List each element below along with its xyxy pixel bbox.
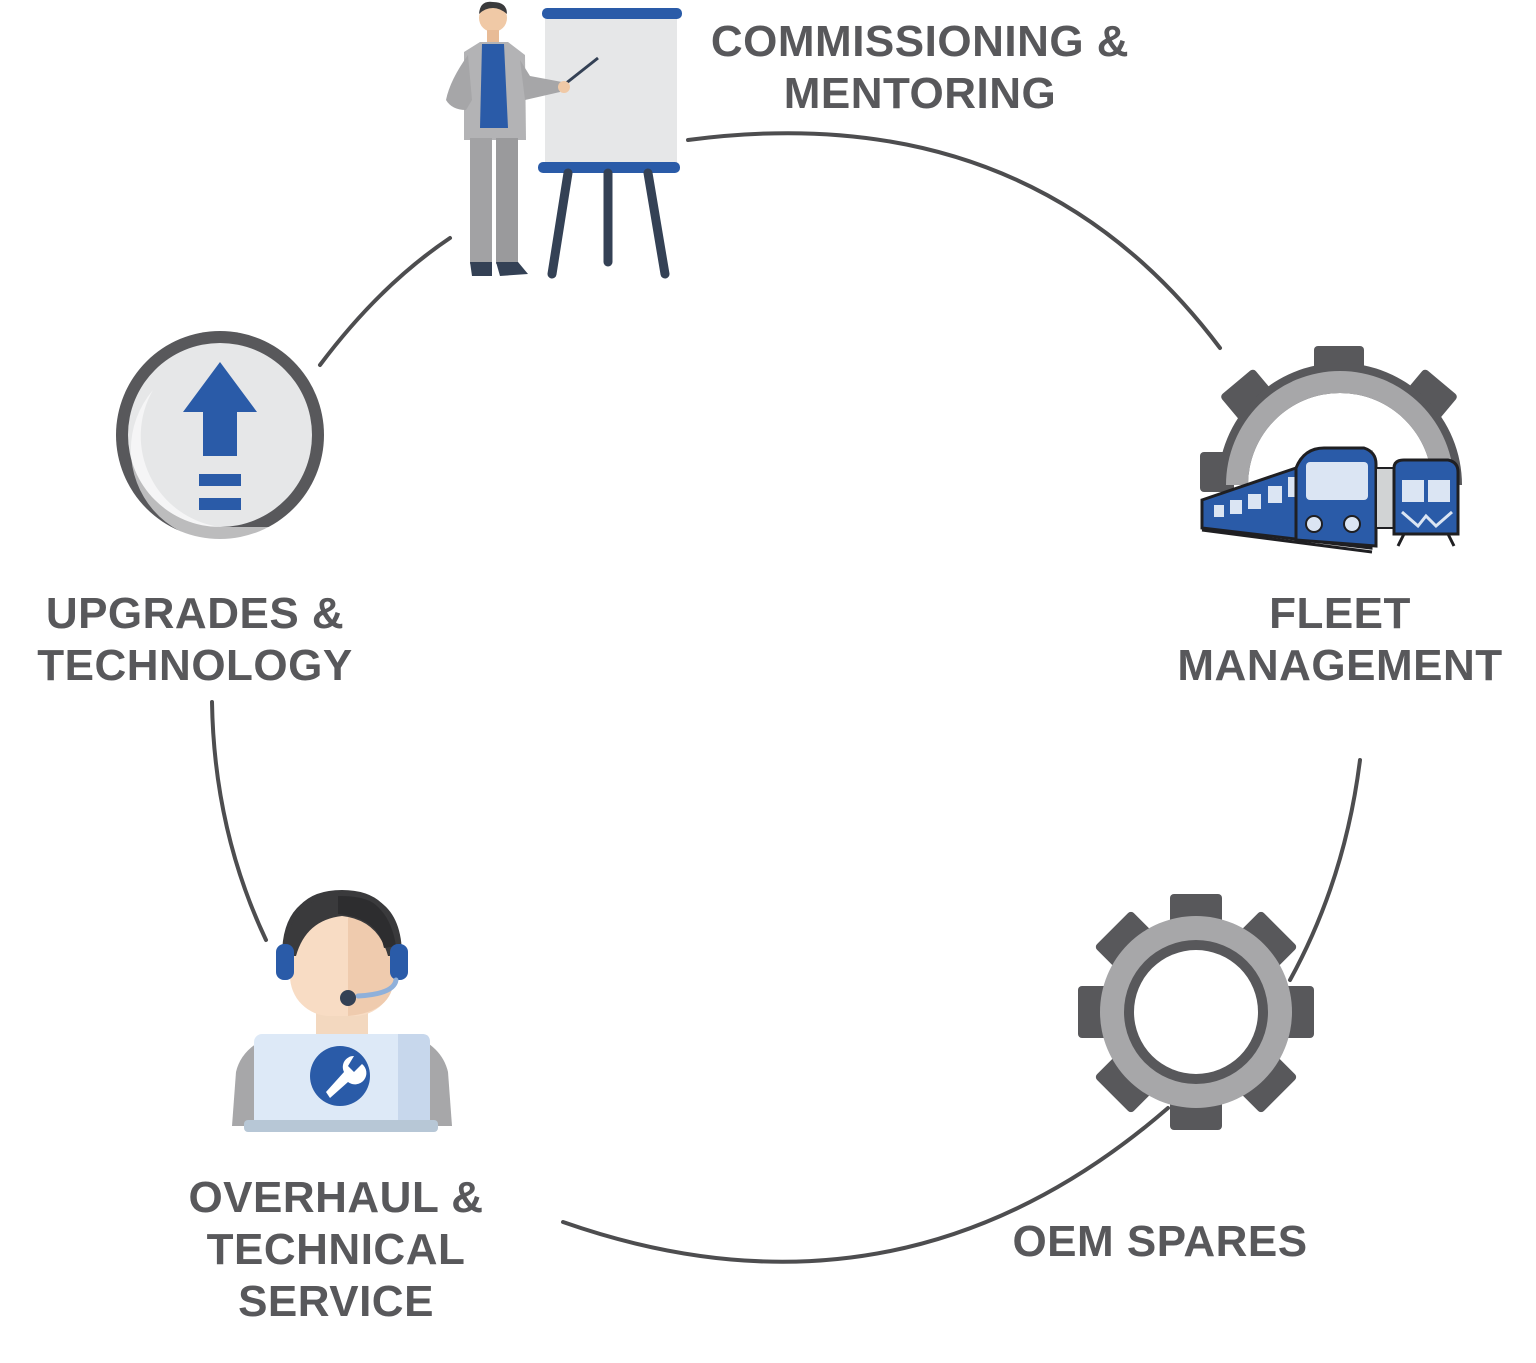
gear-icon — [1078, 894, 1314, 1130]
support-technician-icon — [232, 890, 452, 1132]
label-upgrades-technology: UPGRADES & TECHNOLOGY — [30, 588, 360, 692]
label-line: MENTORING — [783, 69, 1057, 118]
label-line: TECHNICAL — [206, 1225, 466, 1274]
connector-spares-overhaul — [561, 1106, 1170, 1264]
label-line: OVERHAUL & — [188, 1173, 484, 1222]
connector-commissioning-fleet — [686, 131, 1222, 350]
connector-upgrades-commissioning — [318, 236, 452, 367]
connector-fleet-spares — [1288, 758, 1362, 982]
label-commissioning-mentoring: COMMISSIONING & MENTORING — [700, 16, 1140, 120]
label-overhaul-technical-service: OVERHAUL & TECHNICAL SERVICE — [176, 1172, 496, 1328]
label-line: UPGRADES & — [45, 589, 345, 638]
label-line: COMMISSIONING & — [710, 17, 1130, 66]
label-oem-spares: OEM SPARES — [1000, 1216, 1320, 1268]
label-fleet-management: FLEET MANAGEMENT — [1150, 588, 1530, 692]
upgrade-arrow-icon — [116, 331, 324, 542]
label-line: FLEET — [1269, 589, 1411, 638]
label-line: SERVICE — [238, 1277, 434, 1326]
connector-overhaul-upgrades — [210, 700, 268, 942]
gear-train-icon — [1200, 346, 1462, 554]
label-line: OEM SPARES — [1012, 1217, 1308, 1266]
label-line: MANAGEMENT — [1177, 641, 1503, 690]
label-line: TECHNOLOGY — [37, 641, 353, 690]
presenter-whiteboard-icon — [446, 1, 682, 279]
